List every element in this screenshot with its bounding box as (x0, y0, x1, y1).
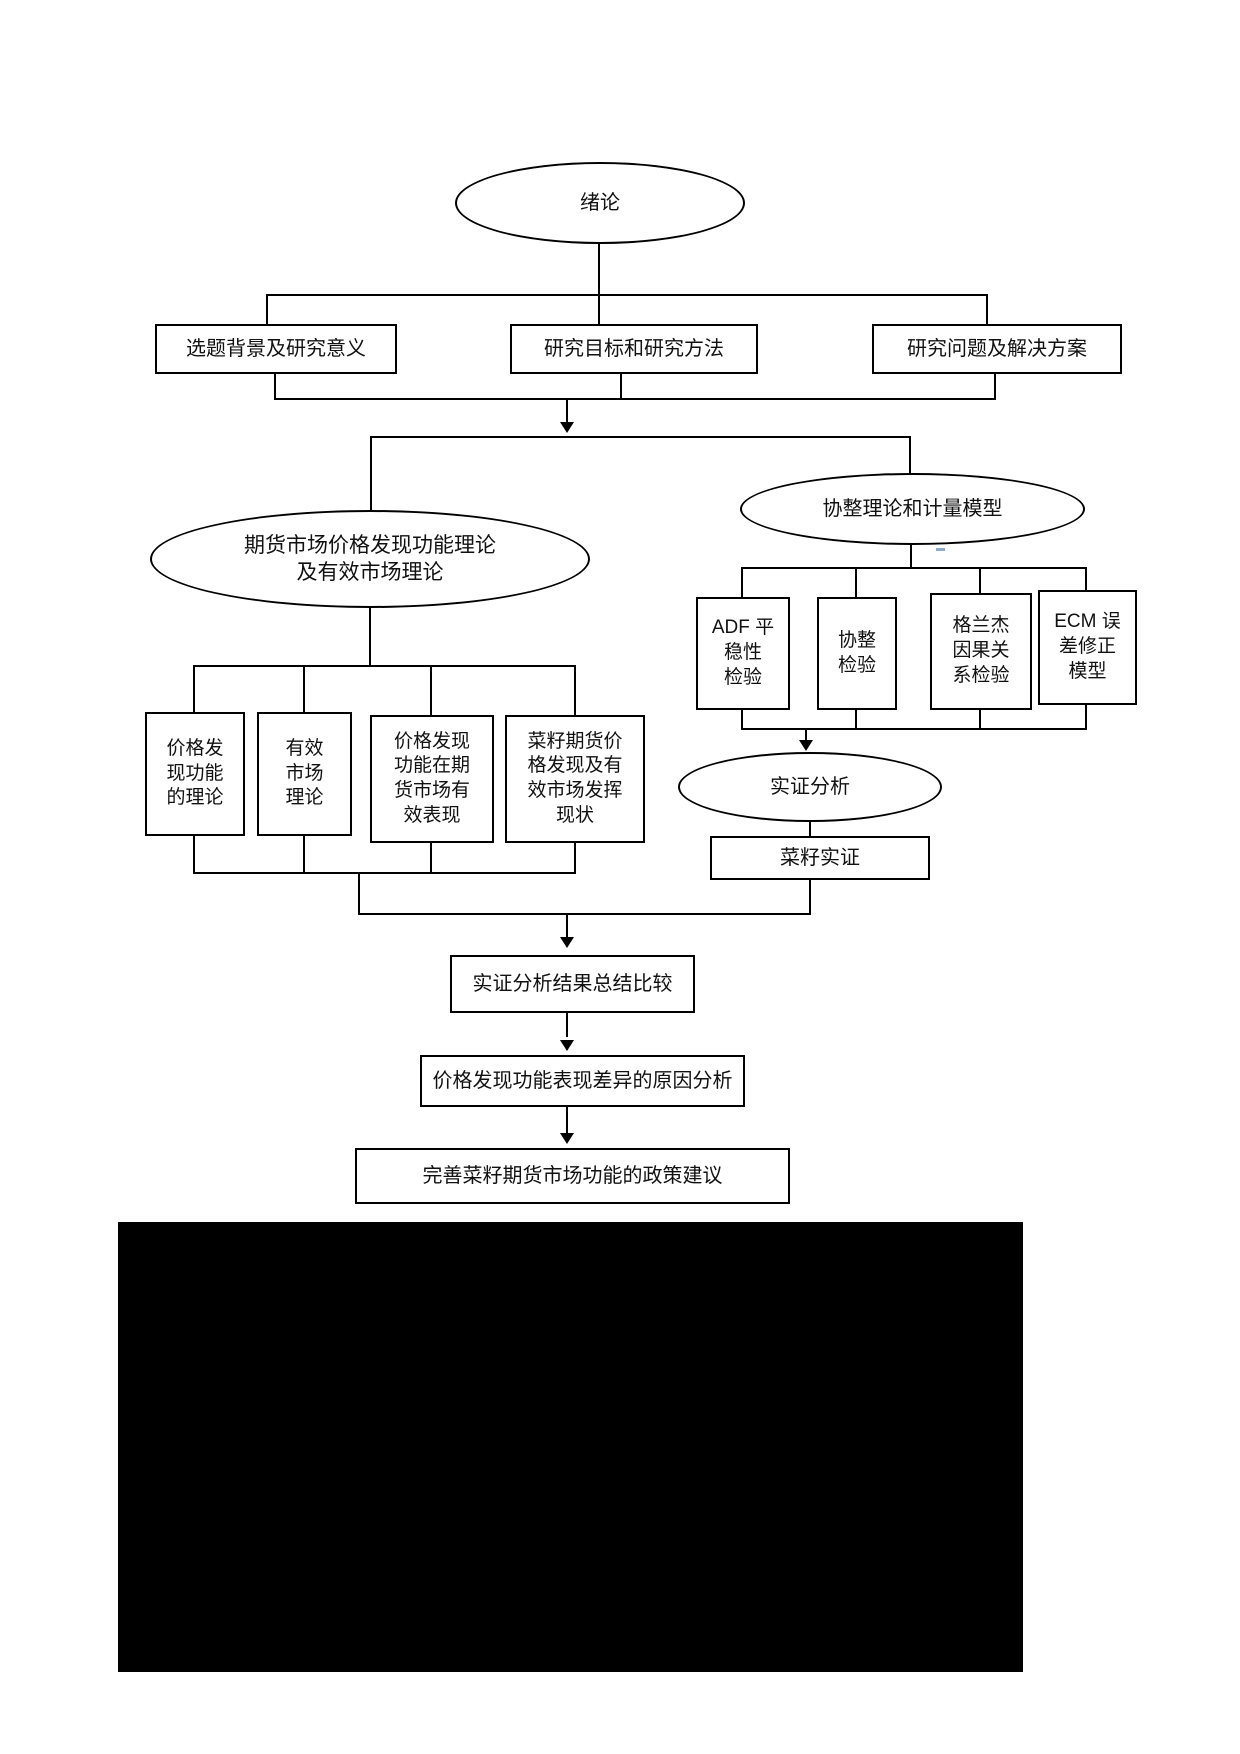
connector (805, 730, 807, 742)
node-efficient-market-theory-box: 有效 市场 理论 (257, 712, 352, 836)
node-empirical-analysis-ellipse: 实证分析 (678, 752, 942, 822)
node-research-problems-box: 研究问题及解决方案 (872, 324, 1122, 374)
connector (979, 710, 981, 728)
connector (266, 294, 268, 324)
connector (741, 567, 743, 597)
connector (855, 710, 857, 728)
connector (274, 398, 996, 400)
connector (574, 665, 576, 715)
node-rapeseed-status-box: 菜籽期货价 格发现及有 效市场发挥 现状 (505, 715, 645, 843)
arrow-down-icon (799, 740, 813, 751)
node-cointegration-test-box: 协整 检验 (817, 597, 897, 710)
connector (370, 436, 372, 512)
connector (986, 294, 988, 324)
connector (1085, 567, 1087, 590)
connector (741, 728, 1087, 730)
connector (303, 836, 305, 872)
arrow-down-icon (560, 937, 574, 948)
node-topic-background-box: 选题背景及研究意义 (155, 324, 397, 374)
connector (193, 836, 195, 872)
connector (303, 665, 305, 712)
connector (620, 374, 622, 400)
node-performance-in-futures-box: 价格发现 功能在期 货市场有 效表现 (370, 715, 494, 843)
node-policy-suggestion-box: 完善菜籽期货市场功能的政策建议 (355, 1148, 790, 1204)
node-ecm-model-box: ECM 误 差修正 模型 (1038, 590, 1137, 705)
connector (266, 294, 988, 296)
node-research-methods-box: 研究目标和研究方法 (510, 324, 758, 374)
connector (369, 608, 371, 665)
connector (994, 374, 996, 400)
connector (566, 1013, 568, 1037)
connector (193, 665, 576, 667)
connector (193, 872, 576, 874)
connector (979, 567, 981, 593)
arrow-down-icon (560, 1040, 574, 1051)
node-cointegration-model-ellipse: 协整理论和计量模型 (740, 473, 1085, 545)
node-rapeseed-empirical-box: 菜籽实证 (710, 836, 930, 880)
arrow-down-icon (560, 422, 574, 433)
connector (566, 915, 568, 937)
connector (910, 545, 912, 567)
connector (370, 436, 911, 438)
connector (358, 874, 360, 913)
node-price-discovery-theory-ellipse: 期货市场价格发现功能理论 及有效市场理论 (150, 510, 590, 608)
connector (598, 244, 600, 294)
connector (909, 436, 911, 475)
connector (741, 567, 1087, 569)
connector (566, 1107, 568, 1135)
connector (741, 710, 743, 728)
stray-mark (936, 548, 945, 551)
node-intro-ellipse: 绪论 (455, 162, 745, 244)
node-granger-test-box: 格兰杰 因果关 系检验 (930, 593, 1032, 710)
arrow-down-icon (560, 1133, 574, 1144)
node-adf-test-box: ADF 平 稳性 检验 (696, 597, 790, 710)
connector (358, 913, 811, 915)
connector (855, 567, 857, 597)
connector (566, 400, 568, 424)
connector (574, 843, 576, 872)
connector (809, 880, 811, 913)
connector (430, 843, 432, 872)
node-difference-reason-box: 价格发现功能表现差异的原因分析 (420, 1055, 745, 1107)
redacted-black-block (118, 1222, 1023, 1672)
connector (598, 294, 600, 324)
connector (1085, 705, 1087, 728)
connector (809, 822, 811, 836)
connector (274, 374, 276, 400)
connector (193, 665, 195, 712)
node-price-discovery-theory-box: 价格发 现功能 的理论 (145, 712, 245, 836)
connector (430, 665, 432, 715)
node-summary-comparison-box: 实证分析结果总结比较 (450, 955, 695, 1013)
